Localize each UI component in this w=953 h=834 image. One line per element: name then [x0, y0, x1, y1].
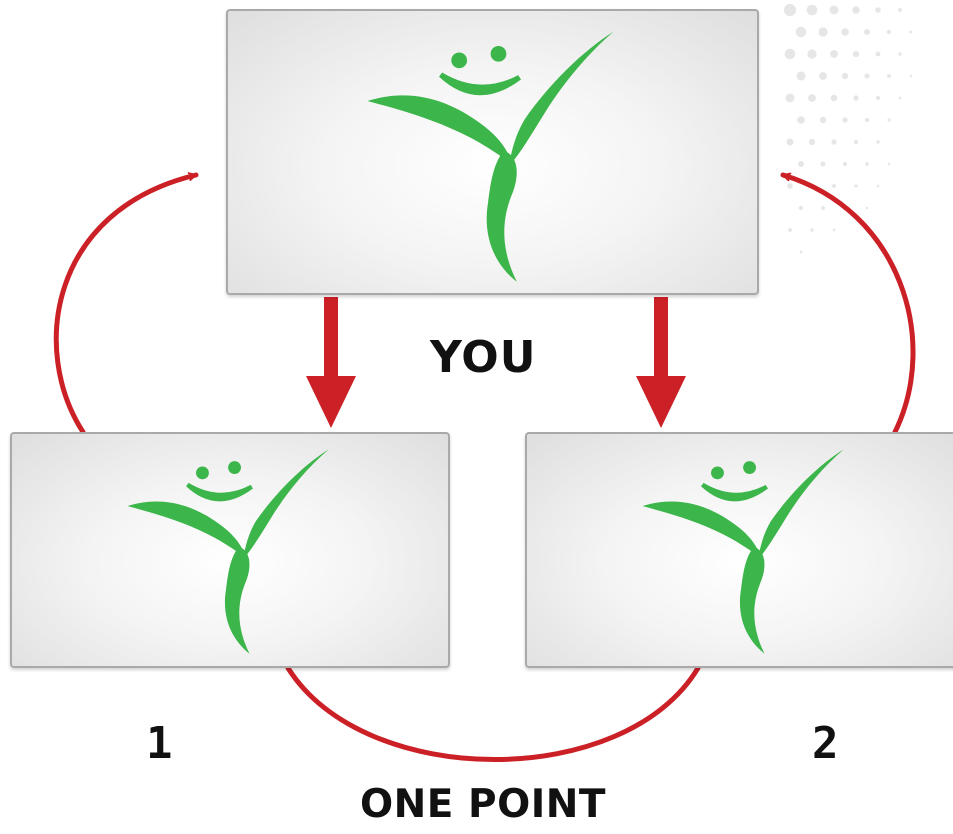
background-dot [786, 138, 794, 146]
background-dot [875, 7, 881, 13]
background-dot [875, 51, 881, 57]
background-dot [887, 74, 891, 78]
background-dot [807, 49, 817, 59]
label-two: 2 [812, 718, 839, 769]
background-dot [798, 205, 804, 211]
background-dot [820, 161, 826, 167]
curved-arrow-two-to-you [780, 172, 916, 435]
background-dot [819, 116, 827, 124]
background-dot [852, 6, 860, 14]
y-figure-logo-icon [630, 444, 852, 658]
label-you: YOU [430, 332, 537, 383]
background-dot [876, 140, 880, 144]
background-dot [785, 93, 795, 103]
label-one: 1 [146, 718, 173, 769]
background-dot [887, 162, 891, 166]
background-dot [819, 72, 827, 80]
background-dot [810, 228, 814, 232]
background-dot [818, 27, 828, 37]
background-dot [898, 52, 902, 56]
background-dot [854, 184, 858, 188]
background-dot [795, 26, 807, 38]
background-dot [875, 95, 881, 101]
background-dot [909, 30, 913, 34]
down-arrow-you-to-one [306, 297, 356, 428]
background-dot [898, 96, 902, 100]
background-dot [798, 161, 804, 167]
card-one [10, 432, 450, 668]
label-one-point: ONE POINT [360, 782, 607, 827]
background-dot [808, 94, 816, 102]
background-dot [841, 72, 849, 80]
y-figure-logo-icon [115, 444, 337, 658]
background-dot [853, 95, 859, 101]
down-arrow-you-to-two [636, 297, 686, 428]
background-dot [830, 50, 838, 58]
background-dot [909, 74, 913, 78]
background-dot [788, 228, 792, 232]
background-dot [806, 4, 818, 16]
background-dot [865, 162, 869, 166]
card-you [226, 9, 759, 295]
background-dot [797, 116, 805, 124]
background-dot [829, 5, 839, 15]
background-dot [831, 139, 837, 145]
background-dot [830, 94, 838, 102]
background-dot [864, 117, 870, 123]
background-dot [787, 183, 793, 189]
background-dot [796, 71, 806, 81]
background-dot [852, 50, 860, 58]
curved-arrow-one-to-you [53, 172, 199, 435]
background-dot [853, 139, 859, 145]
background-dot [898, 8, 902, 12]
curved-connector-one-two [285, 665, 701, 762]
background-dot [799, 250, 803, 254]
background-dot [842, 161, 848, 167]
background-dot [783, 3, 797, 17]
card-two [525, 432, 953, 668]
background-dot [821, 206, 825, 210]
background-dot [864, 73, 870, 79]
background-dot [842, 117, 848, 123]
background-dot [832, 228, 836, 232]
background-dot [887, 118, 891, 122]
background-dot [886, 29, 892, 35]
background-dot [832, 184, 836, 188]
y-figure-logo-icon [353, 25, 623, 287]
background-dot [864, 29, 870, 35]
background-dot [865, 206, 869, 210]
background-dot [784, 48, 796, 60]
background-dot [841, 28, 849, 36]
background-dot [808, 138, 816, 146]
background-dot [876, 184, 880, 188]
